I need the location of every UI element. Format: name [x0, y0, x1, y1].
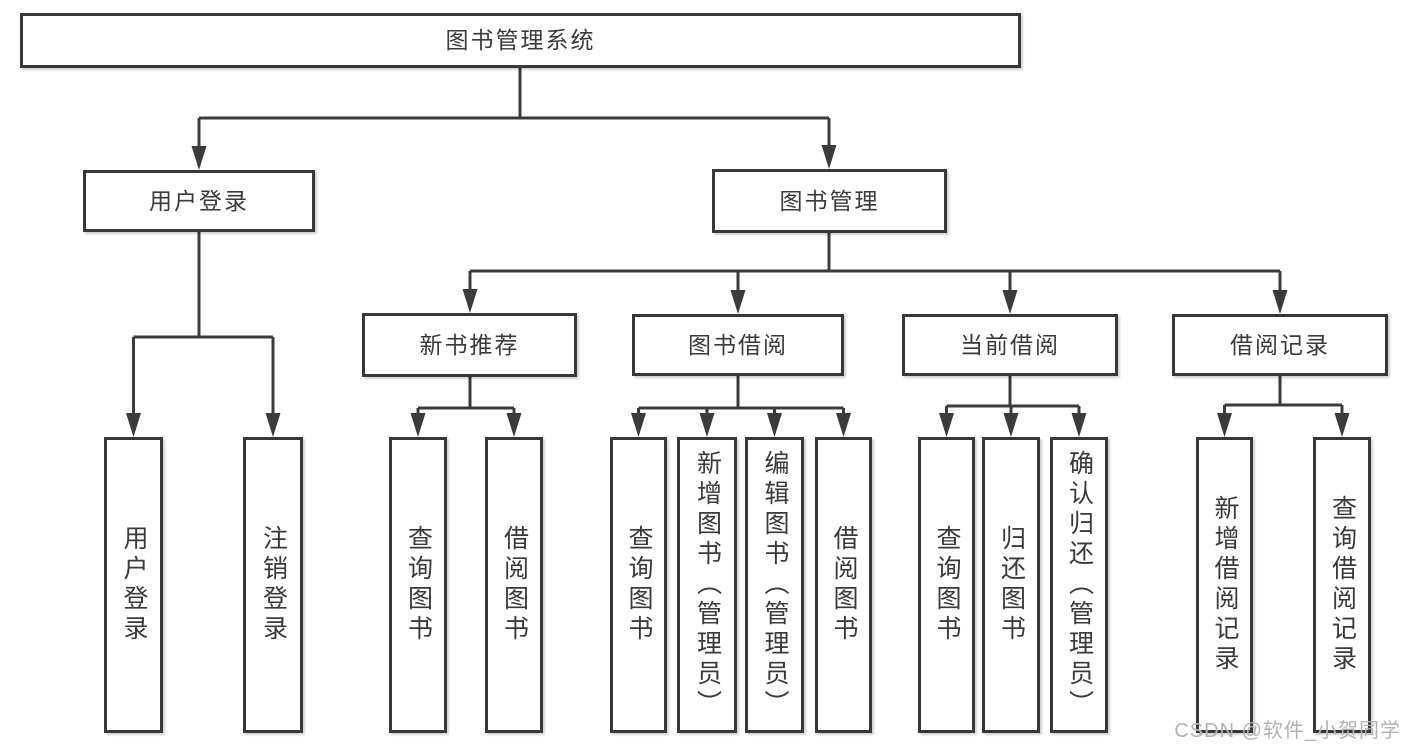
leaf-borrow-query-book: 查询图书 [610, 437, 667, 733]
leaf-confirm-return-admin-label: 确认归还（管理员） [1065, 450, 1094, 720]
leaf-add-borrow-record-label: 新增借阅记录 [1211, 495, 1239, 675]
leaf-confirm-return-admin: 确认归还（管理员） [1050, 437, 1108, 733]
node-user-login-label: 用户登录 [149, 187, 249, 214]
leaf-recommend-query-book-label: 查询图书 [404, 525, 433, 645]
leaf-borrow-query-book-label: 查询图书 [625, 525, 653, 645]
leaf-query-borrow-record-label: 查询借阅记录 [1328, 495, 1357, 675]
leaf-return-book: 归还图书 [982, 437, 1040, 733]
leaf-recommend-query-book: 查询图书 [389, 437, 447, 733]
node-new-book-recommend-label: 新书推荐 [419, 331, 520, 358]
leaf-add-book-admin: 新增图书（管理员） [677, 437, 737, 733]
leaf-logout: 注销登录 [243, 437, 303, 733]
leaf-current-query-book-label: 查询图书 [933, 525, 961, 645]
node-new-book-recommend: 新书推荐 [362, 313, 577, 377]
node-book-borrow: 图书借阅 [632, 314, 844, 376]
node-book-management: 图书管理 [712, 169, 947, 233]
node-book-management-label: 图书管理 [779, 187, 880, 214]
leaf-borrow-book: 借阅图书 [815, 437, 872, 733]
node-current-borrow-label: 当前借阅 [960, 331, 1060, 358]
leaf-user-login-label: 用户登录 [120, 525, 148, 645]
leaf-recommend-borrow-book-label: 借阅图书 [500, 525, 529, 645]
node-user-login: 用户登录 [83, 170, 315, 232]
leaf-add-borrow-record: 新增借阅记录 [1196, 437, 1253, 733]
leaf-recommend-borrow-book: 借阅图书 [485, 437, 543, 733]
csdn-watermark: CSDN @软件_小贺同学 [1174, 720, 1401, 742]
leaf-edit-book-admin-label: 编辑图书（管理员） [761, 450, 789, 720]
node-book-borrow-label: 图书借阅 [688, 331, 788, 358]
leaf-borrow-book-label: 借阅图书 [830, 525, 858, 645]
leaf-user-login: 用户登录 [104, 437, 163, 733]
leaf-add-book-admin-label: 新增图书（管理员） [693, 450, 722, 720]
node-current-borrow: 当前借阅 [902, 314, 1118, 376]
node-borrow-record-label: 借阅记录 [1230, 331, 1330, 358]
leaf-return-book-label: 归还图书 [997, 525, 1026, 645]
node-borrow-record: 借阅记录 [1172, 314, 1388, 376]
leaf-logout-label: 注销登录 [259, 525, 288, 645]
node-root-label: 图书管理系统 [445, 27, 596, 53]
leaf-query-borrow-record: 查询借阅记录 [1313, 437, 1371, 733]
arrowheads [126, 145, 1350, 437]
leaf-edit-book-admin: 编辑图书（管理员） [745, 437, 804, 733]
node-root: 图书管理系统 [20, 13, 1021, 68]
leaf-current-query-book: 查询图书 [918, 437, 975, 733]
